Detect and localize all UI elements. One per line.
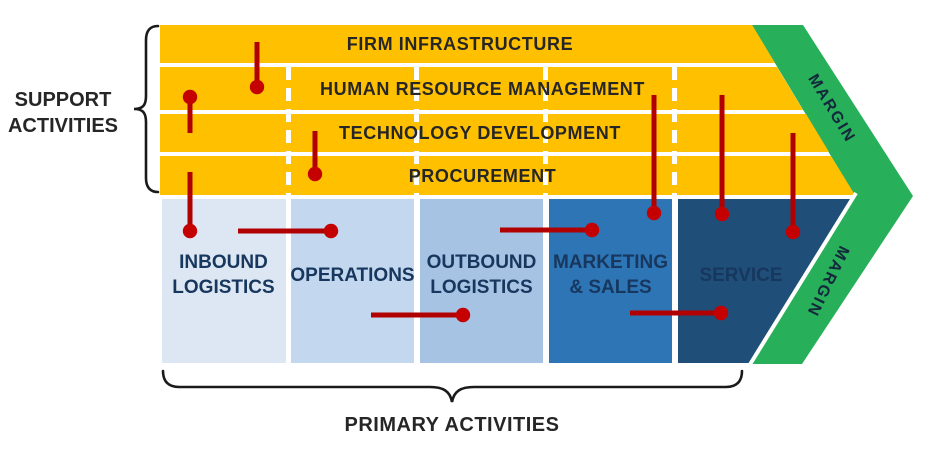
pin-marker xyxy=(646,205,662,221)
column-label-outbound-logistics: OUTBOUND LOGISTICS xyxy=(426,252,537,298)
band-label-human-resource-management: HUMAN RESOURCE MANAGEMENT xyxy=(320,79,645,99)
primary-activities-brace xyxy=(161,369,744,403)
support-activities-label: SUPPORT ACTIVITIES xyxy=(7,89,118,137)
pin-markers xyxy=(182,42,801,323)
pin-marker xyxy=(249,79,265,95)
column-label-inbound-logistics: INBOUND LOGISTICS xyxy=(172,252,275,298)
pin-marker xyxy=(714,206,730,222)
primary-activities-label: PRIMARY ACTIVITIES xyxy=(344,414,560,436)
column-operations-shape xyxy=(291,199,414,363)
dashed-dividers xyxy=(286,67,677,195)
column-label-marketing-sales: MARKETING & SALES xyxy=(552,252,669,298)
band-human-resource-shape xyxy=(160,67,803,110)
pin-marker xyxy=(182,223,198,239)
column-marketing-sales-shape xyxy=(549,199,672,363)
band-procurement-shape xyxy=(160,156,855,195)
column-label-service: SERVICE xyxy=(699,264,783,286)
service-margin-seam xyxy=(747,191,858,368)
pin-marker xyxy=(455,307,471,323)
support-activities-brace xyxy=(133,24,160,194)
column-inbound-logistics-shape xyxy=(162,199,286,363)
pin-marker xyxy=(785,224,801,240)
band-label-procurement: PROCUREMENT xyxy=(408,166,557,186)
band-firm-infrastructure-shape xyxy=(160,25,775,63)
band-label-firm-infrastructure: FIRM INFRASTRUCTURE xyxy=(346,34,574,54)
pin-marker xyxy=(307,166,323,182)
pin-marker xyxy=(323,223,339,239)
band-label-technology-development: TECHNOLOGY DEVELOPMENT xyxy=(339,123,621,143)
band-technology-shape xyxy=(160,114,829,152)
margin-chevron-shape xyxy=(750,25,913,364)
column-service-shape xyxy=(678,199,853,363)
column-outbound-logistics-shape xyxy=(420,199,543,363)
pin-marker xyxy=(182,89,198,105)
pin-marker xyxy=(584,222,600,238)
pin-marker xyxy=(713,305,729,321)
column-label-operations: OPERATIONS xyxy=(290,264,415,286)
